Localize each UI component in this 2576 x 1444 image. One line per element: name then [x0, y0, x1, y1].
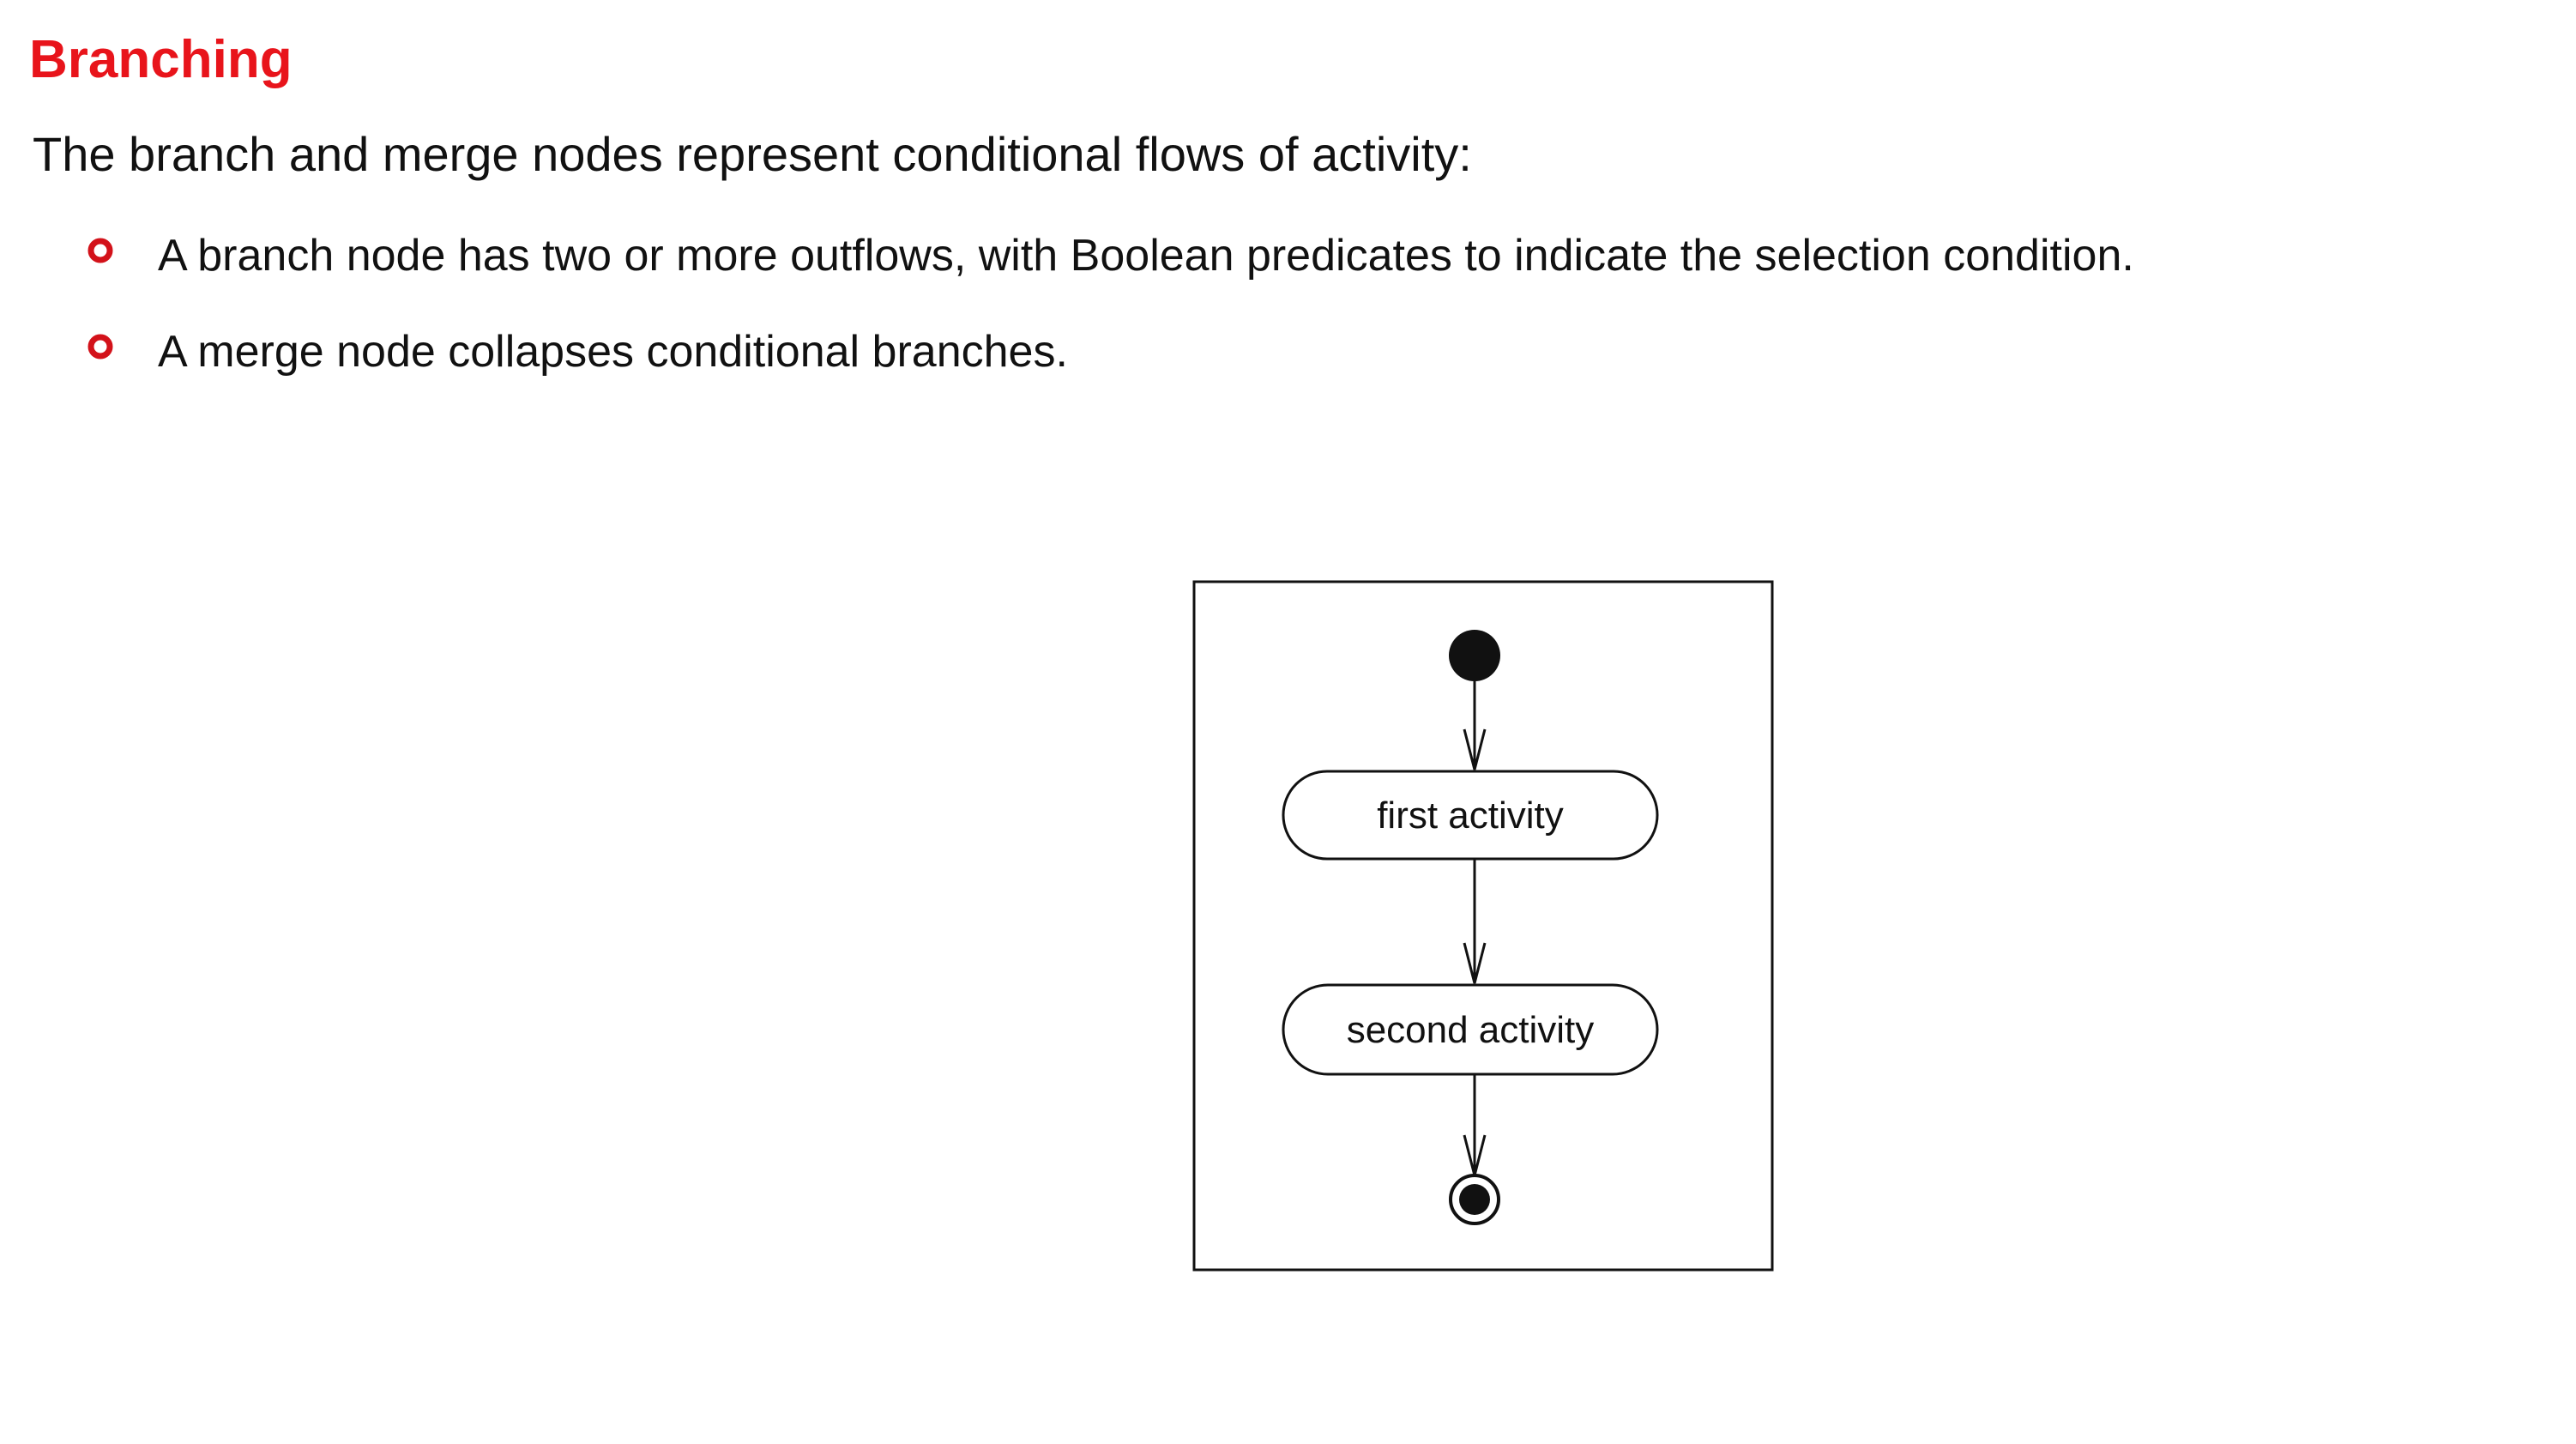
- hollow-circle-bullet-icon: [87, 334, 113, 359]
- flow-edge-start-to-first: [1463, 681, 1487, 770]
- activity-label-second: second activity: [1347, 1009, 1595, 1051]
- hollow-circle-bullet-icon: [87, 238, 113, 263]
- activity-node-first: first activity: [1282, 770, 1659, 861]
- slide-title: Branching: [29, 30, 293, 89]
- activity-label-first: first activity: [1377, 795, 1564, 837]
- initial-node: [1449, 630, 1500, 681]
- activity-node-second: second activity: [1282, 983, 1659, 1076]
- intro-text: The branch and merge nodes represent con…: [33, 127, 1472, 181]
- diagram-frame: [1192, 580, 1774, 1272]
- final-node: [1449, 1174, 1500, 1225]
- activity-diagram-canvas: first activity second activity: [1192, 580, 1774, 1272]
- activity-diagram: first activity second activity: [1192, 580, 1776, 1273]
- bullet-text: A merge node collapses conditional branc…: [158, 327, 1068, 377]
- bullet-text: A branch node has two or more outflows, …: [158, 231, 2134, 281]
- flow-edge-first-to-second: [1463, 859, 1487, 984]
